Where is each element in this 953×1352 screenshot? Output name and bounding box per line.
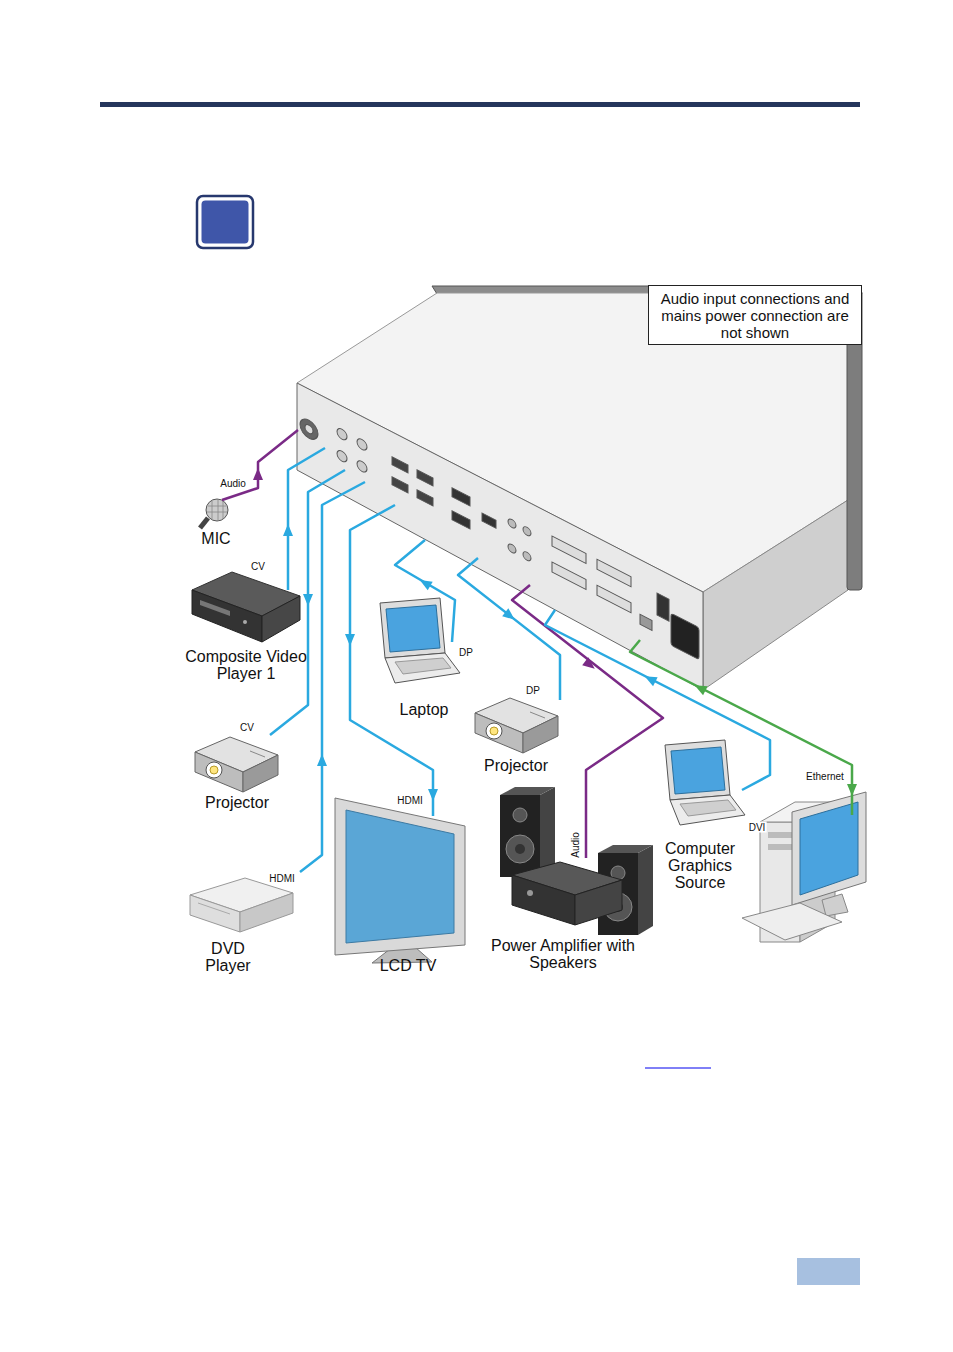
device-caption: MIC: [186, 530, 246, 547]
header-rule: [100, 102, 860, 107]
signal-label: Audio: [219, 478, 247, 489]
switcher-unit: [297, 286, 862, 690]
laptop-icon: [380, 598, 460, 683]
caption-text: LCD TV: [368, 957, 448, 974]
signal-label: Audio: [570, 831, 581, 859]
dvd-player: [190, 878, 293, 932]
signal-label: DP: [458, 647, 474, 658]
composite-video-player: [192, 572, 300, 642]
caption-text: Power Amplifier with Speakers: [488, 937, 638, 971]
device-caption: Composite Video Player 1: [184, 648, 308, 682]
caption-text: DVD Player: [193, 940, 263, 974]
device-caption: Computer Graphics Source: [654, 840, 746, 891]
projector-icon: [195, 737, 278, 792]
caption-text: Projector: [192, 794, 282, 811]
caption-text: Laptop: [384, 701, 464, 718]
caption-text: Composite Video Player 1: [184, 648, 308, 682]
lcd-tv: [335, 798, 465, 963]
cable-arrows: [253, 468, 857, 801]
laptop-icon: [665, 740, 745, 825]
device-caption: Laptop: [384, 701, 464, 718]
desktop-computer: [742, 792, 866, 942]
device-caption: Projector: [192, 794, 282, 811]
page-number-box: [797, 1258, 860, 1285]
caption-text: MIC: [186, 530, 246, 547]
caption-text: Audio input connections and mains power …: [655, 290, 855, 341]
signal-label: DP: [525, 685, 541, 696]
device-caption: Power Amplifier with Speakers: [488, 937, 638, 971]
microphone: [200, 499, 228, 528]
signal-label: CV: [239, 722, 255, 733]
device-caption: DVD Player: [193, 940, 263, 974]
signal-label: DVI: [748, 822, 767, 833]
power-amplifier-speakers: [500, 787, 653, 935]
cable-set: [222, 430, 852, 872]
note-box: Audio input connections and mains power …: [648, 285, 862, 345]
chapter-icon: [197, 196, 253, 248]
signal-label: HDMI: [396, 795, 424, 806]
projector-icon: [475, 698, 558, 753]
signal-label: Ethernet: [805, 771, 845, 782]
device-caption: LCD TV: [368, 957, 448, 974]
signal-label: HDMI: [268, 873, 296, 884]
link-underline: [645, 1068, 711, 1069]
caption-text: Projector: [471, 757, 561, 774]
caption-text: Computer Graphics Source: [654, 840, 746, 891]
device-caption: Projector: [471, 757, 561, 774]
signal-label: CV: [250, 561, 266, 572]
